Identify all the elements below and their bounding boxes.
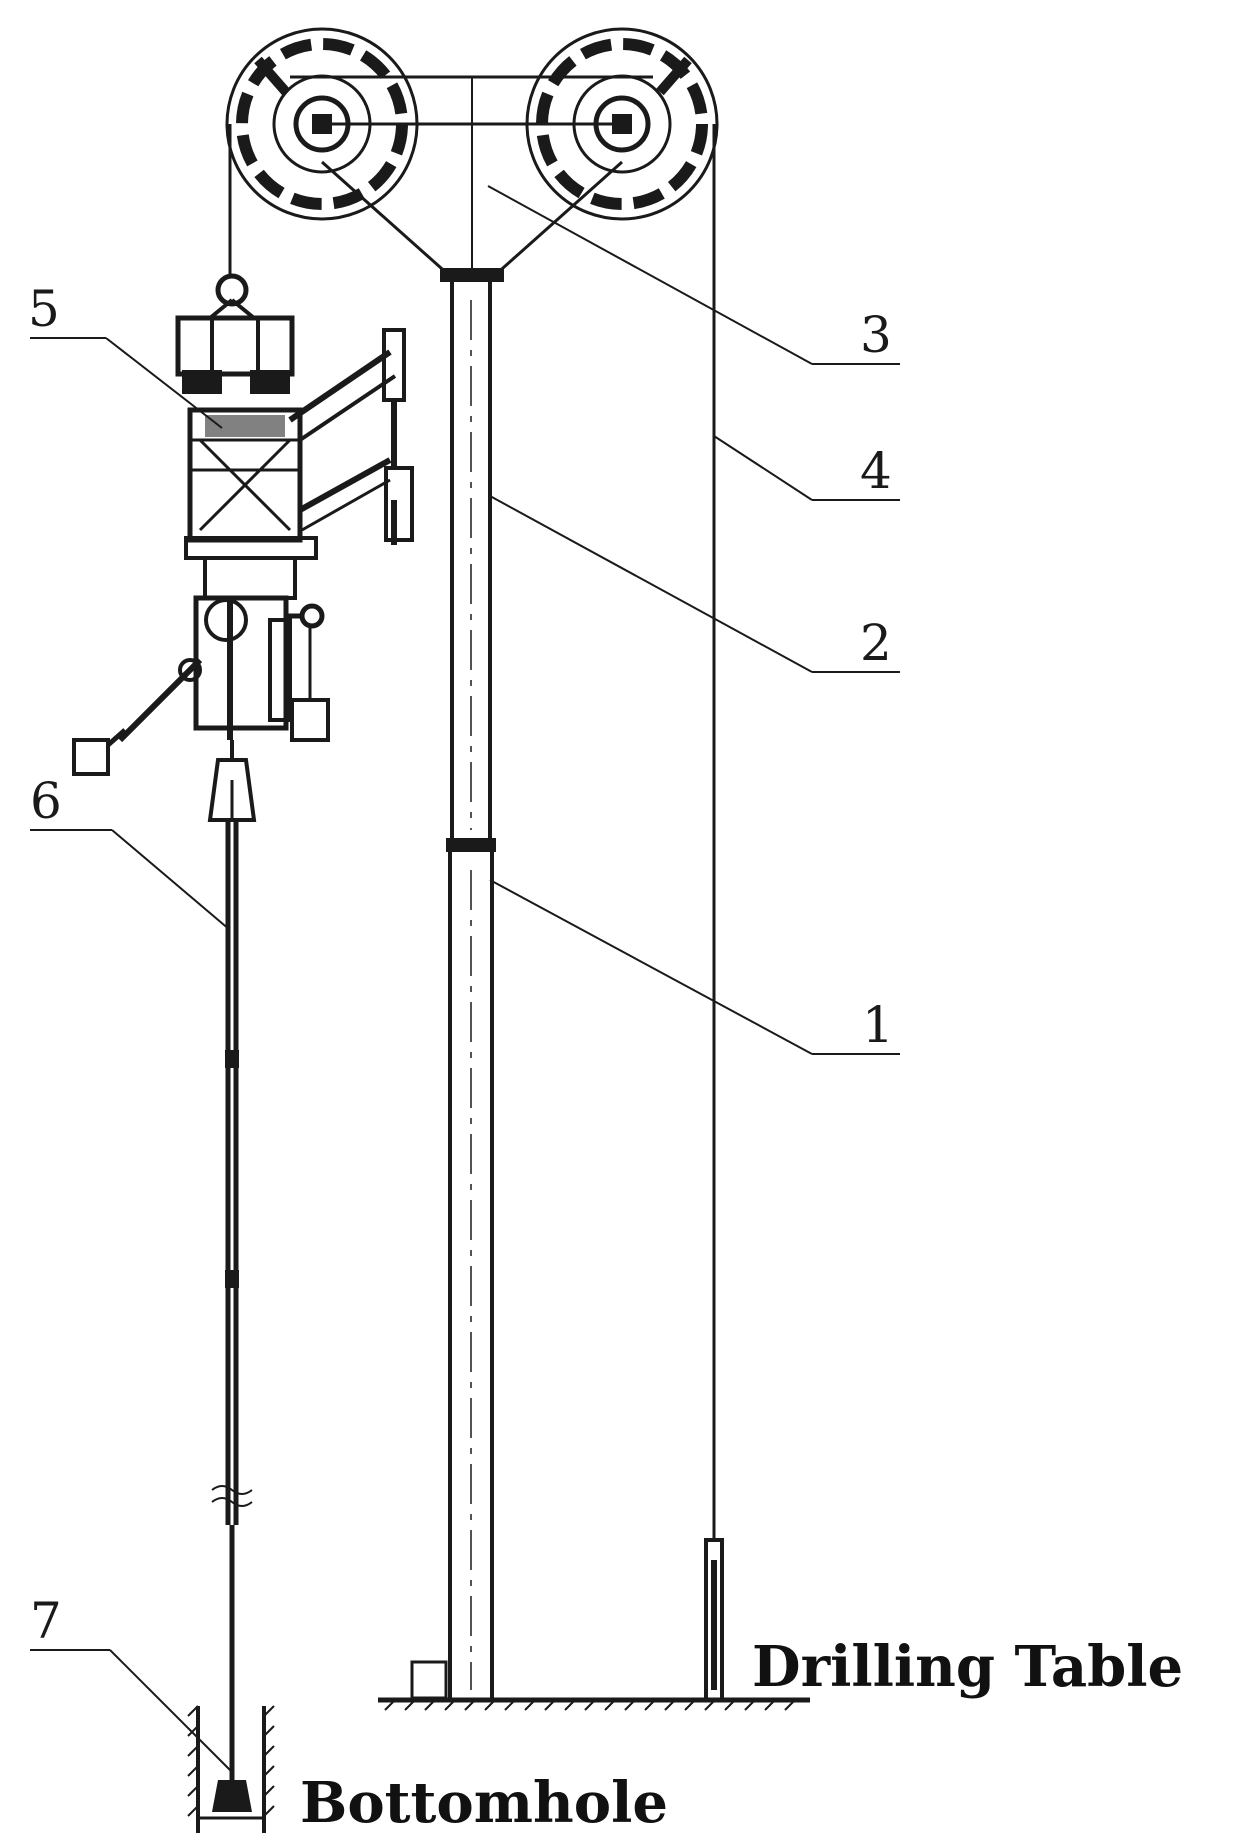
hook-trolley	[175, 273, 295, 394]
label-2: 2	[860, 614, 892, 672]
left-arm	[72, 657, 203, 776]
crown-frame	[290, 75, 653, 282]
leader-lines	[30, 185, 900, 1771]
label-3: 3	[860, 306, 892, 364]
mast-joint	[446, 838, 496, 852]
mast-lower	[410, 852, 494, 1700]
label-1: 1	[862, 996, 894, 1054]
label-5: 5	[28, 280, 60, 338]
label-4: 4	[860, 442, 892, 500]
well-walls	[187, 1705, 275, 1833]
drill-string	[211, 820, 253, 1780]
right-wire	[704, 124, 724, 1702]
label-6: 6	[30, 772, 62, 830]
top-drive-body	[184, 407, 318, 600]
elevator-clamp	[207, 740, 257, 822]
drilling-table-label: Drilling Table	[752, 1634, 1183, 1700]
mast-upper	[450, 282, 492, 838]
upper-arm	[288, 328, 414, 545]
bottomhole-label: Bottomhole	[300, 1770, 668, 1833]
label-7: 7	[30, 1592, 62, 1650]
lower-gear	[193, 595, 330, 742]
ground-line	[378, 1697, 810, 1711]
